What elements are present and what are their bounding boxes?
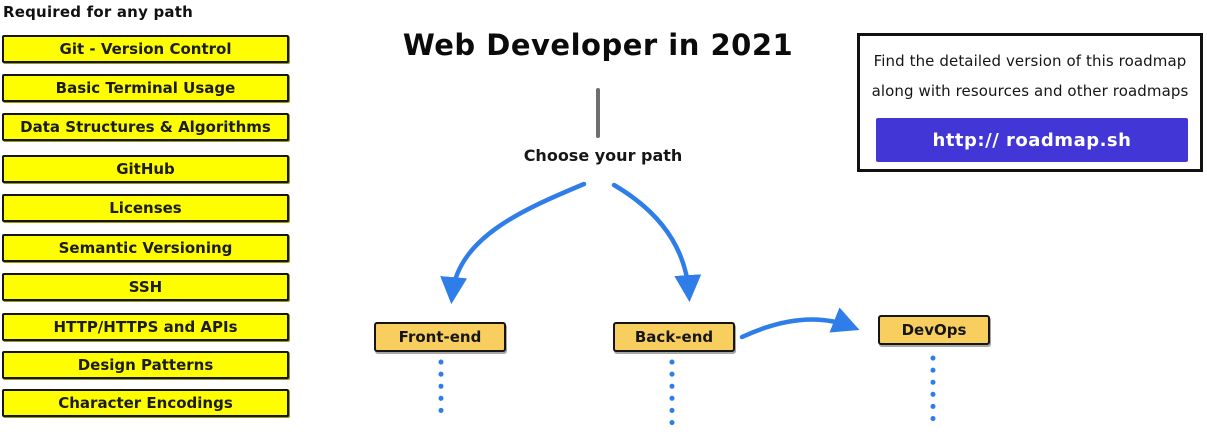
info-text-line1: Find the detailed version of this roadma… <box>873 52 1187 70</box>
topic-git-version-control[interactable]: Git - Version Control <box>2 35 289 63</box>
arrow-back-end-to-devops-icon <box>739 307 860 340</box>
arrow-to-front-end-icon <box>440 181 587 305</box>
choose-your-path-label: Choose your path <box>523 146 683 165</box>
topic-ssh[interactable]: SSH <box>2 273 289 301</box>
path-node-front-end[interactable]: Front-end <box>374 322 506 352</box>
topic-github[interactable]: GitHub <box>2 155 289 183</box>
required-topics-heading: Required for any path <box>3 3 193 21</box>
topic-licenses[interactable]: Licenses <box>2 194 289 222</box>
title-connector-line <box>596 88 600 138</box>
topic-semantic-versioning[interactable]: Semantic Versioning <box>2 234 289 262</box>
path-node-back-end[interactable]: Back-end <box>613 322 735 352</box>
info-box: Find the detailed version of this roadma… <box>857 33 1203 172</box>
topic-basic-terminal-usage[interactable]: Basic Terminal Usage <box>2 74 289 102</box>
arrow-to-back-end-icon <box>611 182 702 303</box>
page-title: Web Developer in 2021 <box>402 28 794 62</box>
topic-character-encodings[interactable]: Character Encodings <box>2 389 289 417</box>
topic-design-patterns[interactable]: Design Patterns <box>2 351 289 379</box>
topic-data-structures-algorithms[interactable]: Data Structures & Algorithms <box>2 113 289 141</box>
topic-http-https-apis[interactable]: HTTP/HTTPS and APIs <box>2 313 289 341</box>
roadmap-sh-link-button[interactable]: http:// roadmap.sh <box>876 118 1188 162</box>
path-node-devops[interactable]: DevOps <box>878 315 990 345</box>
info-text-line2: along with resources and other roadmaps <box>871 82 1189 100</box>
